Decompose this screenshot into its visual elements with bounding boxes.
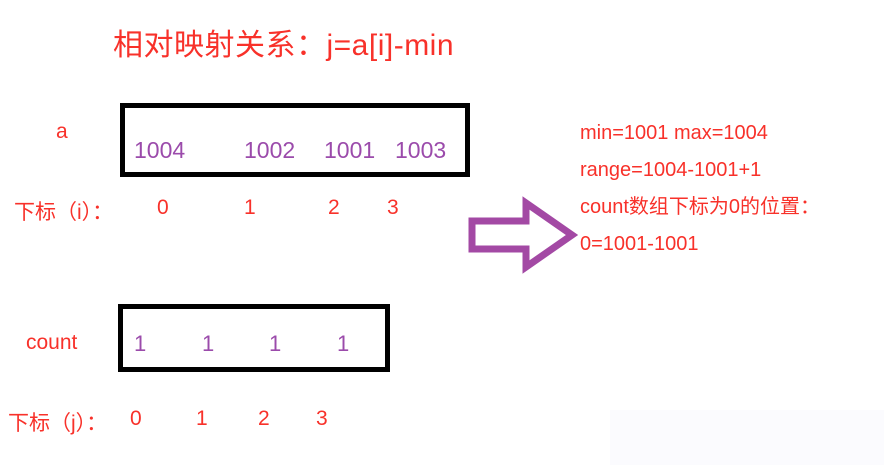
background-artifact — [610, 410, 884, 465]
note-line-1: range=1004-1001+1 — [580, 159, 762, 181]
note-line-3: 0=1001-1001 — [580, 233, 699, 255]
index-i-value-2: 2 — [328, 196, 340, 219]
array-count-label: count — [26, 331, 78, 354]
array-a-box — [120, 103, 470, 177]
array-a-value-0: 1004 — [134, 137, 186, 163]
index-row-i: 下标（i）： — [14, 196, 113, 226]
array-count-value-2: 1 — [269, 331, 282, 356]
index-row-j: 下标（j）： — [8, 407, 107, 437]
array-a-value-3: 1003 — [395, 137, 447, 163]
array-count-value-0: 1 — [134, 331, 147, 356]
index-j-value-3: 3 — [316, 407, 328, 430]
index-j-value-1: 1 — [196, 407, 208, 430]
right-block-arrow-icon — [468, 195, 578, 275]
index-j-label: 下标（j）： — [8, 412, 108, 435]
index-i-value-1: 1 — [244, 196, 256, 219]
note-line-0: min=1001 max=1004 — [580, 122, 768, 144]
array-count-value-1: 1 — [202, 331, 215, 356]
index-j-numbers: 0 1 2 3 — [118, 407, 448, 437]
index-j-value-0: 0 — [130, 407, 142, 430]
array-count-values: 1 1 1 1 — [118, 331, 390, 363]
index-i-value-3: 3 — [387, 196, 399, 219]
notes-block: min=1001 max=1004 range=1004-1001+1 coun… — [580, 115, 880, 263]
note-line-2: count数组下标为0的位置： — [580, 196, 821, 218]
index-j-value-2: 2 — [258, 407, 270, 430]
array-count-value-3: 1 — [337, 331, 350, 356]
array-a-value-2: 1001 — [324, 137, 376, 163]
index-i-numbers: 0 1 2 3 — [120, 196, 480, 226]
page-title: 相对映射关系：j=a[i]-min — [113, 29, 455, 62]
index-i-label: 下标（i）： — [14, 201, 114, 224]
array-a-values: 1004 1002 1001 1003 — [120, 137, 470, 171]
array-count-box — [118, 304, 390, 372]
array-a-label: a — [56, 120, 68, 143]
array-a-value-1: 1002 — [244, 137, 296, 163]
index-i-value-0: 0 — [157, 196, 169, 219]
